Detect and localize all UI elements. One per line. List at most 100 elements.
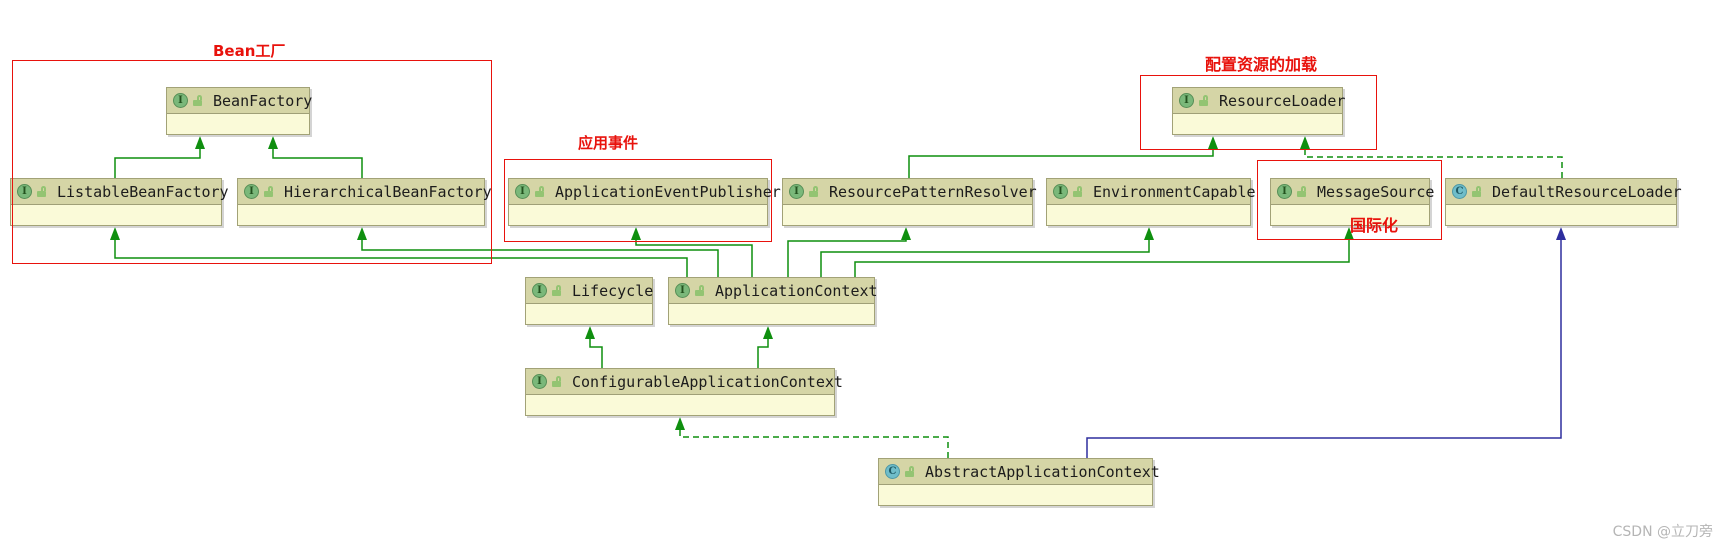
arrowhead — [763, 326, 773, 339]
arrowhead — [1300, 136, 1310, 149]
node-body — [526, 395, 834, 415]
lock-icon — [552, 375, 563, 388]
class-icon: C — [885, 464, 900, 479]
annotation-label-resource-loading: 配置资源的加载 — [1205, 55, 1318, 74]
node-body — [1271, 205, 1429, 225]
arrowheads-green — [110, 136, 1354, 430]
edge-abstractcontext-to-defaultresourceloader — [1086, 239, 1562, 458]
csdn-watermark: CSDN @立刀旁 — [1612, 524, 1713, 540]
class-name: ConfigurableApplicationContext — [572, 372, 843, 391]
node-body — [526, 304, 652, 324]
class-name: EnvironmentCapable — [1093, 182, 1256, 201]
class-name: HierarchicalBeanFactory — [284, 182, 492, 201]
lock-icon — [1472, 185, 1483, 198]
arrowheads-blue — [1556, 227, 1566, 240]
node-body — [783, 205, 1032, 225]
lock-icon — [552, 284, 563, 297]
edge-appcontext-to-hierarchical — [361, 239, 719, 277]
class-name: ApplicationEventPublisher — [555, 182, 781, 201]
node-body — [879, 485, 1152, 505]
class-icon: C — [1452, 184, 1467, 199]
edge-listable-to-beanfactory — [114, 148, 201, 178]
edges-extends-interface — [114, 148, 1350, 368]
class-name: ResourceLoader — [1219, 91, 1346, 110]
class-name: Lifecycle — [572, 281, 654, 300]
interface-icon: I — [1053, 184, 1068, 199]
interface-icon: I — [244, 184, 259, 199]
class-node-beanfactory[interactable]: I BeanFactory — [166, 87, 313, 135]
class-node-listablebeanfactory[interactable]: I ListableBeanFactory — [10, 178, 229, 226]
interface-icon: I — [1179, 93, 1194, 108]
lock-icon — [264, 185, 275, 198]
class-name: ResourcePatternResolver — [829, 182, 1037, 201]
interface-icon: I — [17, 184, 32, 199]
lock-icon — [809, 185, 820, 198]
arrowhead — [585, 326, 595, 339]
lock-icon — [695, 284, 706, 297]
edge-configurable-to-lifecycle — [589, 338, 603, 368]
node-body — [238, 205, 484, 225]
lock-icon — [193, 94, 204, 107]
edge-abstractcontext-to-configurable — [679, 429, 949, 458]
class-name: BeanFactory — [213, 91, 313, 110]
interface-icon: I — [173, 93, 188, 108]
arrowhead — [1208, 136, 1218, 149]
arrowhead — [357, 227, 367, 240]
node-body — [1446, 205, 1676, 225]
class-name: DefaultResourceLoader — [1492, 182, 1682, 201]
interface-icon: I — [789, 184, 804, 199]
class-node-lifecycle[interactable]: I Lifecycle — [525, 277, 653, 325]
class-node-resourceloader[interactable]: I ResourceLoader — [1172, 87, 1346, 135]
node-body — [167, 114, 309, 134]
class-node-defaultresourceloader[interactable]: C DefaultResourceLoader — [1445, 178, 1682, 226]
lock-icon — [1199, 94, 1210, 107]
class-node-applicationcontext[interactable]: I ApplicationContext — [668, 277, 878, 325]
lock-icon — [1073, 185, 1084, 198]
class-name: ApplicationContext — [715, 281, 878, 300]
interface-icon: I — [515, 184, 530, 199]
edge-appcontext-to-environmentcapable — [820, 239, 1150, 277]
arrowhead — [268, 136, 278, 149]
class-node-hierarchicalbeanfactory[interactable]: I HierarchicalBeanFactory — [237, 178, 492, 226]
interface-icon: I — [675, 283, 690, 298]
arrowhead — [1344, 227, 1354, 240]
annotation-label-i18n: 国际化 — [1350, 216, 1399, 235]
class-node-resourcepatternresolver[interactable]: I ResourcePatternResolver — [782, 178, 1037, 226]
lock-icon — [1297, 185, 1308, 198]
class-node-applicationeventpublisher[interactable]: I ApplicationEventPublisher — [508, 178, 781, 226]
arrowhead — [901, 227, 911, 240]
edge-patternresolver-to-resourceloader — [908, 148, 1214, 178]
arrowhead — [195, 136, 205, 149]
arrowhead — [1556, 227, 1566, 240]
edge-appcontext-to-eventpublisher — [635, 239, 753, 277]
lock-icon — [905, 465, 916, 478]
edge-defaultresourceloader-to-resourceloader — [1304, 148, 1563, 178]
arrowhead — [675, 417, 685, 430]
lock-icon — [37, 185, 48, 198]
class-name: MessageSource — [1317, 182, 1435, 201]
edge-appcontext-to-listable — [114, 239, 688, 277]
node-body — [509, 205, 767, 225]
annotation-label-application-event: 应用事件 — [578, 134, 639, 152]
edges-implements — [679, 148, 1563, 458]
lock-icon — [535, 185, 546, 198]
edge-appcontext-to-messagesource — [854, 239, 1350, 277]
class-node-configurableapplicationcontext[interactable]: I ConfigurableApplicationContext — [525, 368, 843, 416]
class-name: ListableBeanFactory — [57, 182, 229, 201]
arrowhead — [110, 227, 120, 240]
annotation-label-bean-factory: Bean工厂 — [213, 42, 286, 60]
edge-configurable-to-appcontext — [757, 338, 769, 368]
interface-icon: I — [532, 374, 547, 389]
class-name: AbstractApplicationContext — [925, 462, 1160, 481]
node-body — [1173, 114, 1342, 134]
node-body — [11, 205, 221, 225]
node-body — [1047, 205, 1250, 225]
edges-extends-class — [1086, 239, 1562, 458]
class-node-environmentcapable[interactable]: I EnvironmentCapable — [1046, 178, 1256, 226]
interface-icon: I — [532, 283, 547, 298]
edge-hierarchical-to-beanfactory — [272, 148, 363, 178]
arrowhead — [1144, 227, 1154, 240]
class-node-abstractapplicationcontext[interactable]: C AbstractApplicationContext — [878, 458, 1160, 506]
